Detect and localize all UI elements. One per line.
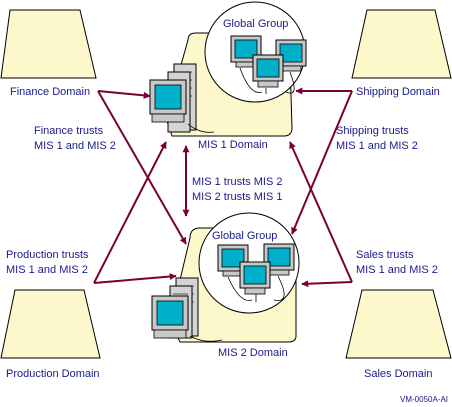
mis2-server-icon xyxy=(151,277,223,342)
finance-trust-label-line2: MIS 1 and MIS 2 xyxy=(34,140,116,152)
mis1-domain-label: MIS 1 Domain xyxy=(198,139,268,151)
global-group-label-top: Global Group xyxy=(223,18,288,30)
figure-id-label: VM-0050A-AI xyxy=(400,395,448,404)
shipping-domain-shape xyxy=(351,9,452,79)
trust-arrows xyxy=(93,87,353,288)
workstation-icon xyxy=(239,261,271,295)
mis1-server-icon xyxy=(149,63,215,133)
finance-domain-label: Finance Domain xyxy=(10,86,90,98)
production-domain-shape xyxy=(0,289,101,359)
workstation-icon xyxy=(217,244,249,277)
arrow-production-to-mis2 xyxy=(93,273,177,284)
sales-domain-label: Sales Domain xyxy=(364,368,432,380)
sales-trust-label-line2: MIS 1 and MIS 2 xyxy=(356,264,438,276)
global-group-computers-bottom xyxy=(217,243,295,302)
sales-trust-label-line1: Sales trusts xyxy=(356,249,414,261)
arrow-production-to-mis1 xyxy=(93,141,167,284)
global-group-label-bottom: Global Group xyxy=(212,230,277,242)
arrow-shipping-to-mis2 xyxy=(291,90,353,235)
shipping-domain-label: Shipping Domain xyxy=(356,86,440,98)
global-group-computers-top xyxy=(230,35,307,94)
finance-domain-shape xyxy=(0,9,97,79)
production-trust-label-line1: Production trusts xyxy=(6,249,89,261)
arrow-finance-to-mis2 xyxy=(97,90,187,245)
shipping-trust-label-line2: MIS 1 and MIS 2 xyxy=(336,140,418,152)
mis-trust-label-line1: MIS 1 trusts MIS 2 xyxy=(192,176,282,188)
mis2-domain-label: MIS 2 Domain xyxy=(218,347,288,359)
production-domain-label: Production Domain xyxy=(6,368,100,380)
arrow-sales-to-mis1 xyxy=(289,141,353,283)
sales-domain-shape xyxy=(345,289,452,359)
arrow-sales-to-mis2 xyxy=(301,280,353,288)
shipping-trust-label-line1: Shipping trusts xyxy=(336,125,409,137)
arrow-finance-to-mis1 xyxy=(97,90,151,99)
finance-trust-label-line1: Finance trusts xyxy=(34,125,104,137)
mis-trust-label-line2: MIS 2 trusts MIS 1 xyxy=(192,191,282,203)
production-trust-label-line2: MIS 1 and MIS 2 xyxy=(6,264,88,276)
workstation-icon xyxy=(230,35,262,68)
workstation-icon xyxy=(252,54,284,88)
